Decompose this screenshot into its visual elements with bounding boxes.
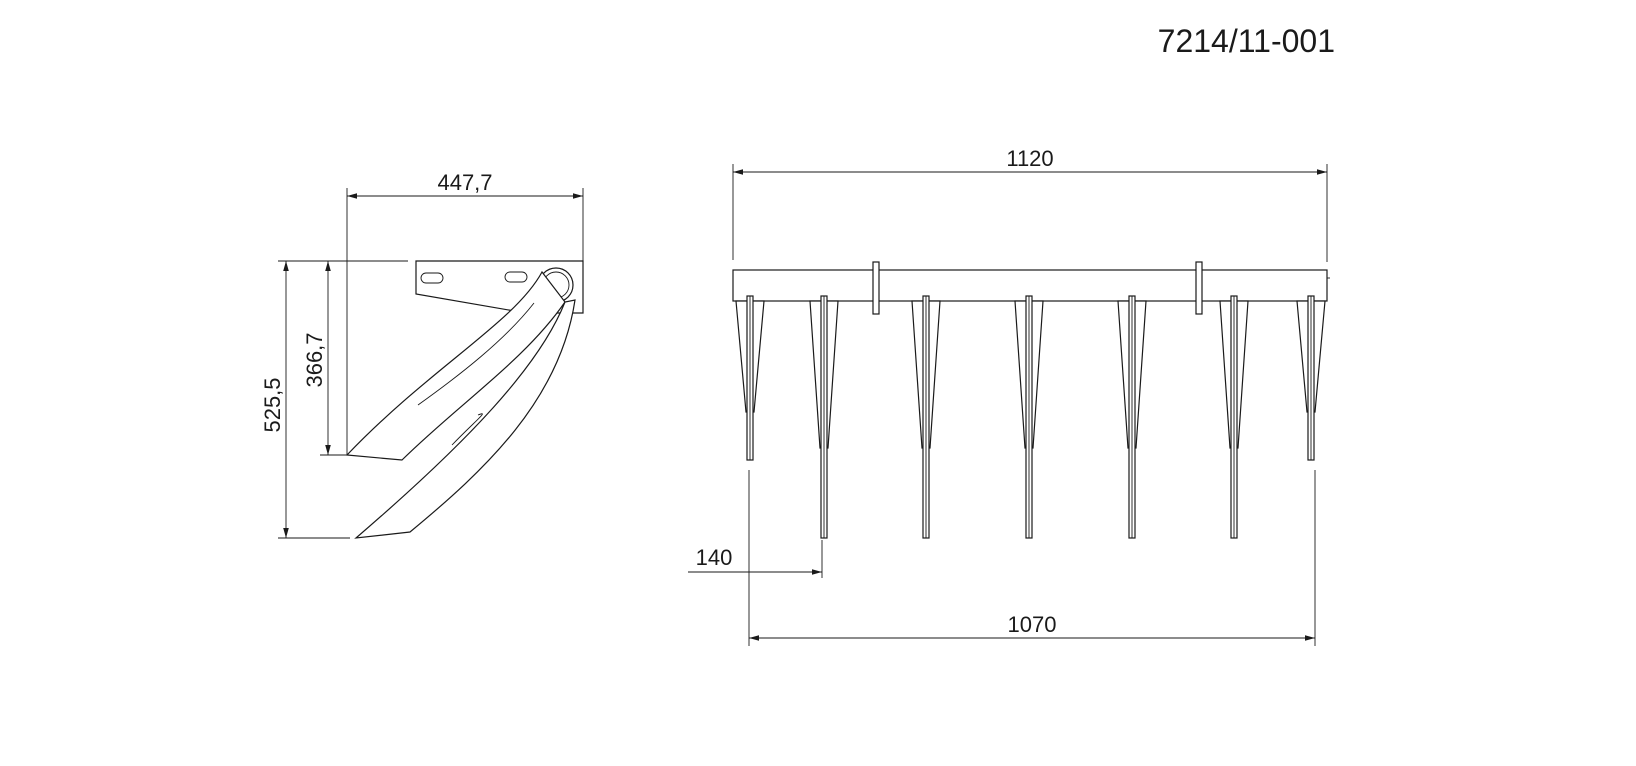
front-tines — [735, 295, 1326, 539]
drawing-number: 7214/11-001 — [1158, 23, 1335, 59]
side-tine-short — [345, 270, 566, 461]
front-clamp-left — [872, 261, 880, 315]
dim-tine-spacing-label: 140 — [696, 545, 733, 570]
side-tine-long-hatch — [451, 413, 483, 446]
bracket-slot-left — [420, 272, 444, 284]
dim-side-width-label: 447,7 — [437, 170, 492, 195]
side-view: 447,7 525,5 366,7 — [260, 170, 584, 539]
front-clamp-right — [1195, 261, 1203, 315]
bracket-slot-right — [504, 271, 528, 283]
dim-front-total-label: 1120 — [1006, 146, 1053, 171]
dim-front-tines-label: 1070 — [1008, 612, 1057, 637]
side-tine-long — [354, 299, 576, 539]
side-tine-short-hatch — [417, 302, 535, 406]
dim-side-height-total-label: 525,5 — [260, 377, 285, 432]
dim-side-height-upper-label: 366,7 — [302, 332, 327, 387]
front-view: 1120 1070 140 — [688, 146, 1330, 646]
